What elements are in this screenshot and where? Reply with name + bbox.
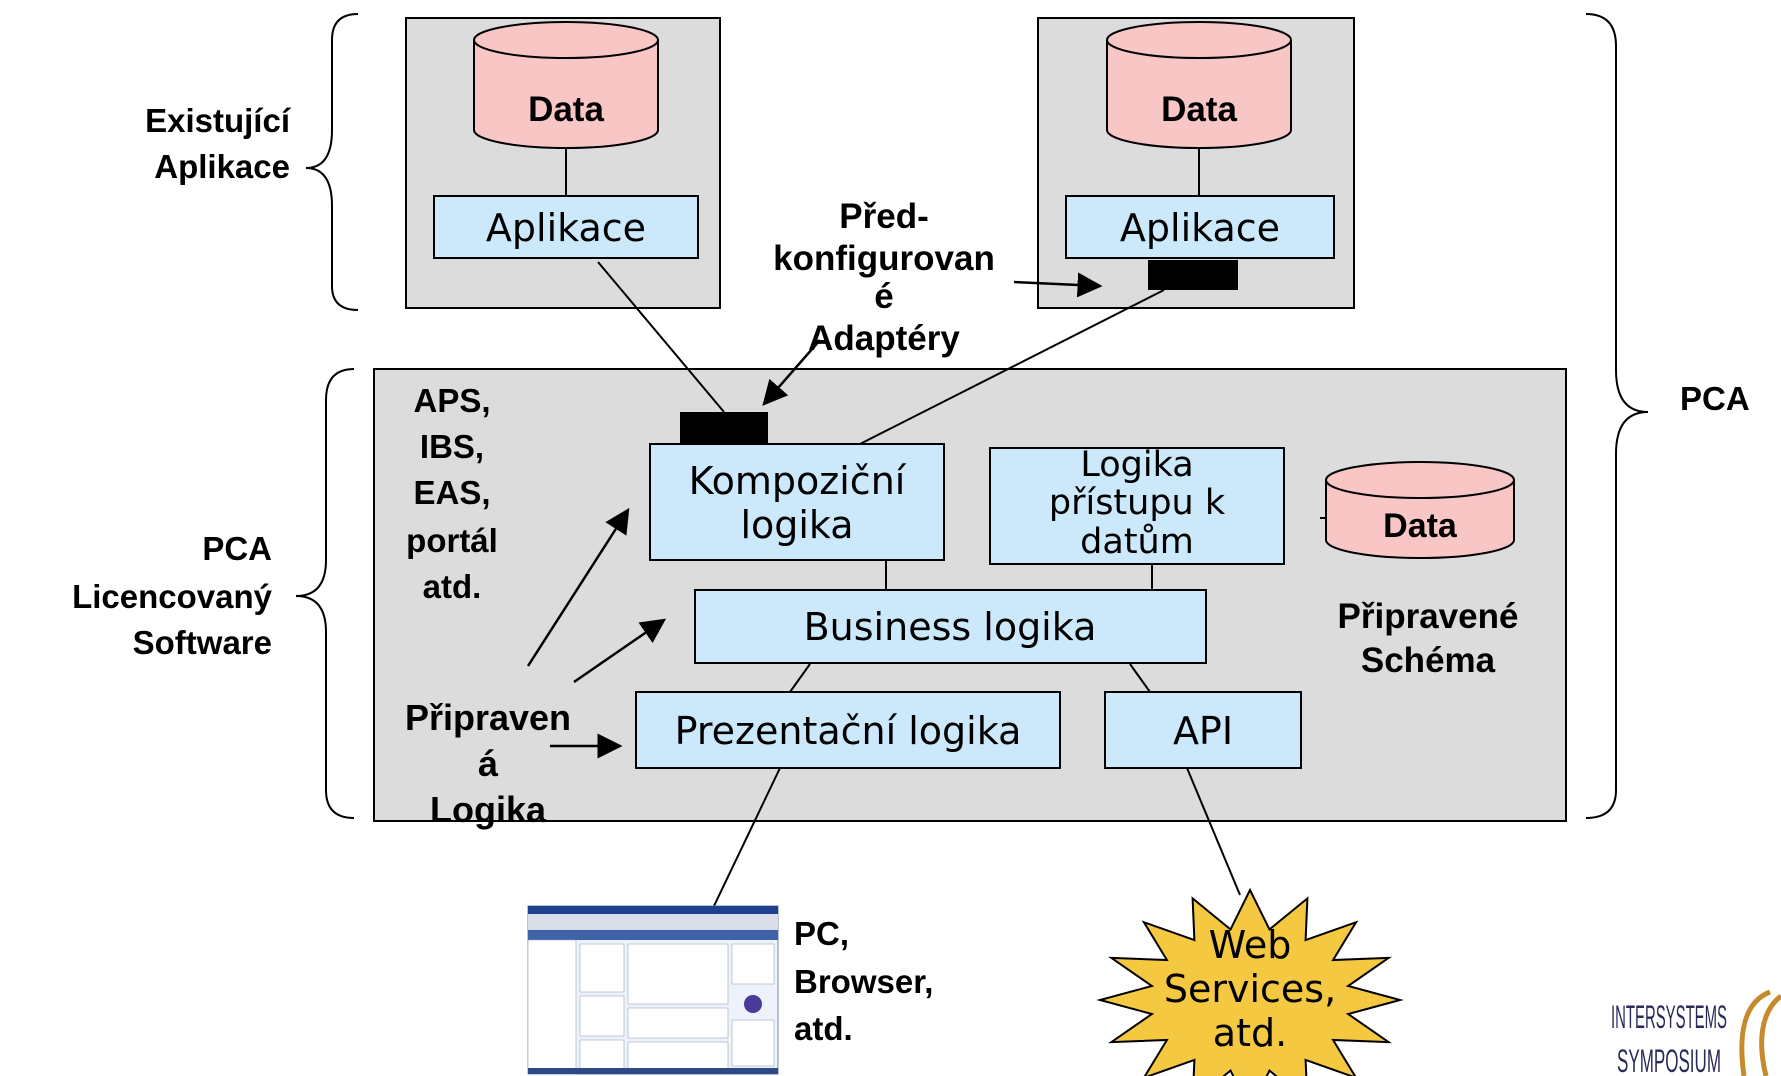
- database-icon: [473, 21, 659, 149]
- composition-logic-line-2: logika: [740, 503, 853, 547]
- licensed-line-2: Licencovaný: [72, 578, 273, 615]
- schema-line-2: Schéma: [1361, 641, 1496, 680]
- web-services-star-icon: [1096, 887, 1404, 1076]
- products-line-1: APS,: [413, 382, 490, 419]
- web-services-line-1: Web: [1209, 923, 1292, 967]
- intersystems-symposium-logo: INTERSYSTEMS SYMPOSIUM: [1611, 989, 1781, 1076]
- database-icon: [1325, 461, 1515, 559]
- existing-apps-line-2: Aplikace: [154, 148, 290, 185]
- licensed-software-label: PCA Licencovaný Software: [72, 530, 273, 661]
- logo-line-2: SYMPOSIUM: [1617, 1043, 1721, 1076]
- data-access-logic-line-1: Logika: [1080, 445, 1193, 485]
- browser-screenshot-thumbnail: [527, 905, 779, 1075]
- products-line-5: atd.: [423, 568, 482, 605]
- schema-db-label: Data: [1383, 507, 1458, 545]
- data-access-logic-box: [989, 447, 1285, 565]
- pc-label: PC, Browser, atd.: [794, 915, 933, 1047]
- ready-logic-line-2: á: [478, 743, 499, 784]
- brace-pca: [1585, 13, 1649, 819]
- schema-line-1: Připravené: [1338, 597, 1519, 636]
- web-services-line-3: atd.: [1213, 1011, 1287, 1055]
- schema-label: Připravené Schéma: [1338, 597, 1519, 680]
- pc-line-2: Browser,: [794, 963, 933, 1000]
- products-line-2: IBS,: [420, 428, 484, 465]
- adapters-line-1: Před-: [839, 197, 928, 236]
- ready-logic-line-3: Logika: [430, 789, 547, 830]
- pca-label: PCA: [1680, 380, 1750, 417]
- adapters-line-2: konfigurovan: [773, 239, 995, 278]
- app-label-left: Aplikace: [486, 206, 646, 250]
- adapters-line-4: Adaptéry: [808, 319, 960, 358]
- adapters-label: Před- konfigurovan é Adaptéry: [773, 197, 995, 358]
- pc-line-1: PC,: [794, 915, 849, 952]
- business-logic-label: Business logika: [804, 605, 1097, 649]
- composition-logic-box: [649, 443, 945, 561]
- presentation-logic-box: [635, 691, 1061, 769]
- app-box-left: [433, 195, 699, 259]
- data-access-logic-line-2: přístupu k: [1049, 483, 1226, 523]
- existing-apps-line-1: Existující: [145, 102, 292, 139]
- db-label-right: Data: [1161, 90, 1237, 129]
- app-box-right: [1065, 195, 1335, 259]
- app-label-right: Aplikace: [1120, 206, 1280, 250]
- web-services-line-2: Services,: [1164, 967, 1336, 1011]
- business-logic-box: [694, 589, 1207, 664]
- licensed-line-3: Software: [133, 624, 272, 661]
- database-icon: [1106, 21, 1292, 149]
- logo-line-1: INTERSYSTEMS: [1611, 999, 1727, 1035]
- presentation-logic-label: Prezentační logika: [675, 709, 1022, 753]
- pc-line-3: atd.: [794, 1010, 853, 1047]
- ready-logic-line-1: Připraven: [405, 697, 571, 738]
- data-access-logic-line-3: datům: [1080, 522, 1194, 562]
- existing-apps-label: Existující Aplikace: [145, 102, 292, 185]
- api-box: [1104, 691, 1302, 769]
- licensed-line-1: PCA: [202, 530, 272, 567]
- products-line-4: portál: [406, 522, 498, 559]
- brace-licensed-software: [295, 368, 355, 819]
- adapter-block-composition: [680, 412, 768, 444]
- db-label-left: Data: [528, 90, 604, 129]
- ready-logic-label: Připraven á Logika: [405, 697, 571, 830]
- products-label: APS, IBS, EAS, portál atd.: [406, 382, 498, 605]
- adapters-line-3: é: [874, 277, 893, 316]
- adapter-block-right: [1148, 260, 1238, 290]
- products-line-3: EAS,: [413, 474, 490, 511]
- brace-existing-apps: [305, 13, 359, 311]
- composition-logic-line-1: Kompoziční: [689, 459, 907, 503]
- api-label: API: [1173, 709, 1233, 753]
